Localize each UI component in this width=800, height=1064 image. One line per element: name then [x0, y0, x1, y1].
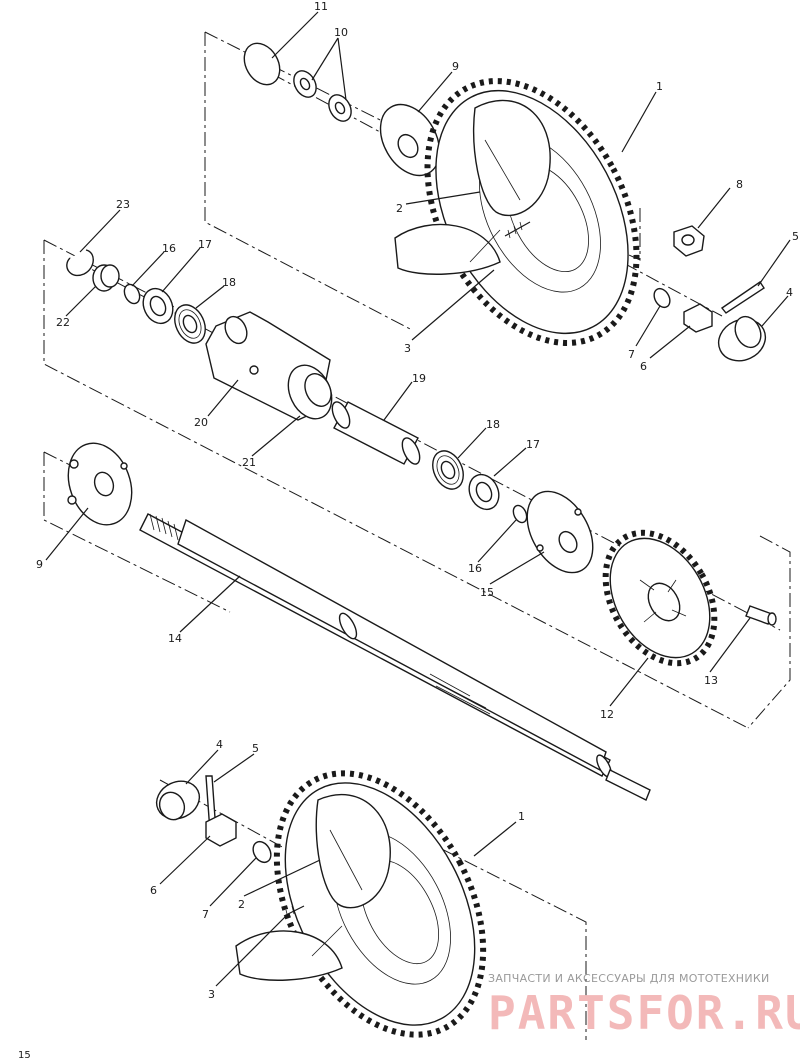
- wheel-stud-bottom: [283, 905, 305, 919]
- callout-17-mid: 17: [526, 438, 540, 451]
- leader-lines: [45, 11, 791, 987]
- axle-nut-top: [683, 303, 713, 333]
- watermark-logo: PARTSFOR.RU: [488, 986, 800, 1040]
- callout-11: 11: [314, 0, 328, 13]
- washer-top: [653, 287, 671, 309]
- hub-cap-bottom: [155, 780, 201, 821]
- callout-23: 23: [116, 198, 130, 211]
- callout-5-top: 5: [792, 230, 799, 243]
- bearing-housing: [205, 311, 333, 421]
- seal-right: [468, 473, 500, 511]
- callout-6-top: 6: [640, 360, 647, 373]
- callout-3-bottom: 3: [208, 988, 215, 1001]
- spacer-pair: [293, 70, 352, 122]
- wheel-rim-top: [394, 99, 551, 275]
- callout-21: 21: [242, 456, 256, 469]
- callout-16-top: 16: [162, 242, 176, 255]
- castle-nut-top: [673, 225, 705, 257]
- callout-9-mid: 9: [36, 558, 43, 571]
- bearing-right: [432, 450, 464, 490]
- callout-1-top: 1: [656, 80, 663, 93]
- callout-10: 10: [334, 26, 348, 39]
- rear-tire-top: [424, 78, 640, 346]
- rear-tire-bottom: [273, 770, 487, 1038]
- wheel-stud-top: [504, 221, 531, 239]
- group-bracket-bottom-wheel: [419, 837, 587, 1040]
- callout-7-top: 7: [628, 348, 635, 361]
- spacer-left: [92, 264, 120, 292]
- callout-15: 15: [480, 586, 494, 599]
- callout-13: 13: [704, 674, 718, 687]
- o-ring-right: [512, 504, 528, 524]
- callout-18-mid: 18: [486, 418, 500, 431]
- watermark-caption: ЗАПЧАСТИ И АКСЕССУАРЫ ДЛЯ МОТОТЕХНИКИ: [488, 972, 770, 985]
- seal-left: [142, 287, 174, 325]
- callout-1-bottom: 1: [518, 810, 525, 823]
- wheel-hub-flange: [67, 442, 133, 526]
- bearing-left: [174, 304, 206, 344]
- callout-18-top: 18: [222, 276, 236, 289]
- page-number: 15: [18, 1050, 31, 1061]
- callout-22: 22: [56, 316, 70, 329]
- callout-12: 12: [600, 708, 614, 721]
- callout-3-top: 3: [404, 342, 411, 355]
- washer-bottom: [252, 840, 272, 864]
- callout-2-bottom: 2: [238, 898, 245, 911]
- callout-14: 14: [168, 632, 182, 645]
- callout-20: 20: [194, 416, 208, 429]
- callout-9-top: 9: [452, 60, 459, 73]
- callout-16-mid: 16: [468, 562, 482, 575]
- thrust-washer: [243, 42, 281, 86]
- sprocket-hub: [526, 490, 594, 574]
- snap-ring-left: [66, 249, 94, 277]
- callout-5-bottom: 5: [252, 742, 259, 755]
- rear-axle: [139, 513, 651, 801]
- callout-7-bottom: 7: [202, 908, 209, 921]
- hub-cap-top: [717, 315, 767, 362]
- cotter-pin-top: [720, 281, 765, 314]
- callout-8: 8: [736, 178, 743, 191]
- callout-4-bottom: 4: [216, 738, 223, 751]
- callout-17-top: 17: [198, 238, 212, 251]
- sprocket-bolt: [745, 605, 777, 626]
- wheel-rim-bottom: [235, 794, 391, 981]
- callout-4-top: 4: [786, 286, 793, 299]
- axle-nut-bottom: [205, 813, 237, 847]
- callout-labels: 11 10 9 1 2 8 5 4 7 6 3 23 22 16 17 18 2…: [36, 0, 799, 1001]
- o-ring-left: [123, 283, 141, 305]
- callout-19: 19: [412, 372, 426, 385]
- callout-2-top: 2: [396, 202, 403, 215]
- axle-tube: [331, 401, 421, 465]
- sprocket: [602, 529, 718, 667]
- callout-6-bottom: 6: [150, 884, 157, 897]
